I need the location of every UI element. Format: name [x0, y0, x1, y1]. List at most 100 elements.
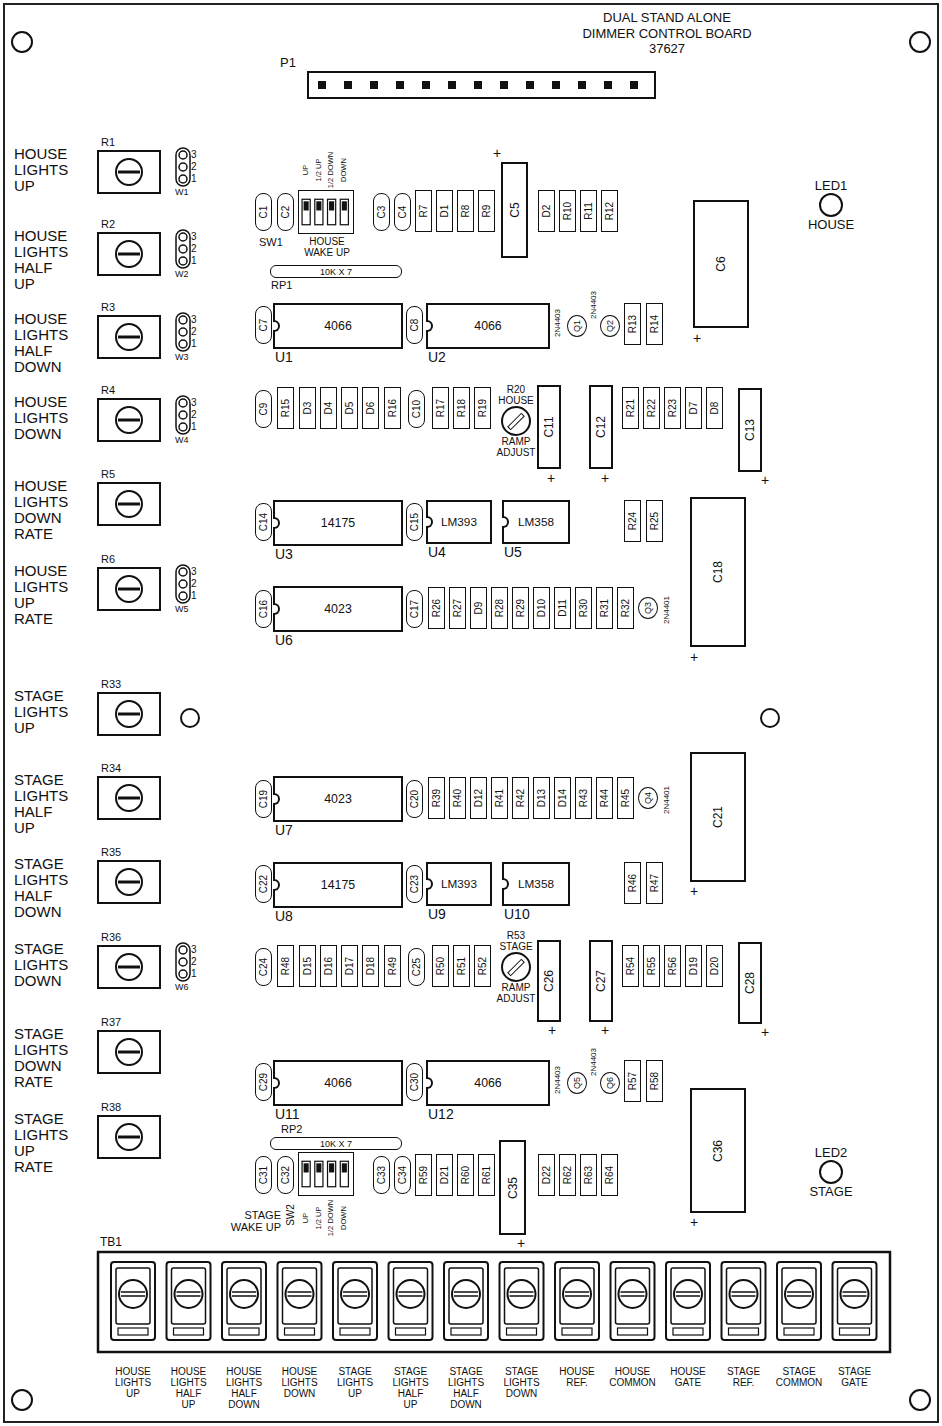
reference-designator: Q6: [606, 1077, 615, 1089]
pot-symbol: [99, 1117, 159, 1157]
board-label: +: [761, 1025, 769, 1039]
board-label: 1: [191, 969, 197, 979]
reference-designator: U10: [504, 907, 530, 921]
led-label: STAGE: [809, 1185, 852, 1198]
control-label: HOUSE LIGHTS UP: [14, 146, 68, 194]
reference-designator: R19: [478, 399, 488, 417]
terminal-block: [98, 1252, 890, 1352]
pot-symbol: [99, 234, 159, 274]
reference-designator: D22: [542, 1166, 552, 1184]
reference-designator: R41: [495, 789, 505, 807]
component-body: R59: [415, 1154, 432, 1196]
reference-designator: R47: [650, 874, 660, 892]
reference-designator: R28: [495, 599, 505, 617]
reference-designator: D2: [542, 205, 552, 218]
reference-designator: C34: [398, 1166, 408, 1184]
board-label: 1: [191, 591, 197, 601]
electrolytic-capacitor: C21: [690, 752, 746, 882]
reference-designator: RP1: [271, 280, 292, 291]
component-body: R61: [478, 1154, 495, 1196]
potentiometer: HOUSE LIGHTS HALF UPR2: [97, 232, 161, 276]
reference-designator: C19: [259, 790, 269, 808]
reference-designator: R15: [281, 399, 291, 417]
component-body: R27: [449, 587, 466, 629]
reference-designator: R8: [461, 205, 471, 218]
board-label: 3: [191, 945, 197, 955]
board-label: 1: [191, 256, 197, 266]
board-title: DUAL STAND ALONE DIMMER CONTROL BOARD: [582, 10, 752, 42]
potentiometer: STAGE LIGHTS HALF UPR34: [97, 776, 161, 820]
reference-designator: R55: [647, 957, 657, 975]
reference-designator: Q1: [573, 320, 582, 332]
reference-designator: U8: [275, 909, 293, 923]
board-label: P1: [280, 56, 296, 69]
component-body: R40: [449, 777, 466, 819]
ic-package: LM393U4: [426, 500, 492, 544]
reference-designator: C8: [410, 319, 420, 332]
control-label: HOUSE LIGHTS DOWN RATE: [14, 478, 68, 542]
part-number: LM358: [504, 878, 568, 890]
component-body: R56: [664, 945, 681, 987]
pin1-notch: [273, 793, 280, 805]
reference-designator: C32: [281, 1166, 291, 1184]
electrolytic-capacitor: C26: [537, 940, 561, 1022]
component-body: R58: [646, 1060, 663, 1102]
reference-designator: R34: [101, 762, 121, 774]
reference-designator: C20: [410, 790, 420, 808]
reference-designator: R6: [101, 553, 115, 565]
trimmer-label: R53 STAGE: [499, 930, 532, 952]
component-body: D17: [341, 945, 358, 987]
board-label: +: [493, 146, 501, 160]
part-number: 4023: [275, 603, 401, 615]
reference-designator: R56: [668, 957, 678, 975]
reference-designator: C33: [377, 1166, 387, 1184]
reference-designator: R31: [600, 599, 610, 617]
terminal-label: HOUSE LIGHTS DOWN: [281, 1366, 317, 1399]
reference-designator: R4: [101, 384, 115, 396]
component-body: R23: [664, 387, 681, 429]
reference-designator: C28: [744, 972, 756, 994]
pot-symbol: [99, 778, 159, 818]
capacitor: C17: [406, 590, 423, 628]
reference-designator: C25: [412, 958, 422, 976]
reference-designator: C18: [712, 561, 724, 583]
board-label: 2: [191, 244, 197, 254]
ic-package: 4066U2: [426, 303, 550, 349]
ic-package: 14175U8: [273, 862, 403, 908]
board-label: +: [690, 1215, 698, 1229]
board-label: 1: [191, 174, 197, 184]
pin1-notch: [426, 878, 433, 890]
board-label: 2: [191, 579, 197, 589]
potentiometer: HOUSE LIGHTS HALF DOWNR3: [97, 315, 161, 359]
terminal-label: STAGE REF.: [727, 1366, 760, 1388]
switch-position-label: 1/2 DOWN: [327, 152, 335, 188]
reference-designator: R48: [281, 957, 291, 975]
electrolytic-capacitor: C11: [537, 385, 561, 469]
reference-designator: C3: [377, 206, 387, 219]
trimmer-caption: RAMP ADJUST: [497, 436, 536, 458]
part-number: 14175: [275, 517, 401, 529]
reference-designator: R57: [628, 1072, 638, 1090]
reference-designator: C35: [507, 1176, 519, 1198]
component-body: R8: [457, 190, 474, 232]
component-body: R55: [643, 945, 660, 987]
potentiometer: HOUSE LIGHTS UPR1: [97, 150, 161, 194]
transistor-type: 2N4403: [554, 309, 562, 337]
transistor: Q2: [600, 315, 620, 337]
control-label: STAGE LIGHTS DOWN RATE: [14, 1026, 68, 1090]
pin1-notch: [502, 516, 509, 528]
terminal-label: HOUSE REF.: [559, 1366, 595, 1388]
component-body: R13: [624, 303, 641, 345]
component-body: D12: [470, 777, 487, 819]
capacitor: C7: [255, 306, 272, 344]
board-label: +: [761, 473, 769, 487]
board-label: 2: [191, 410, 197, 420]
reference-designator: C27: [595, 970, 607, 992]
reference-designator: C30: [410, 1073, 420, 1091]
reference-designator: U9: [428, 907, 446, 921]
reference-designator: U11: [275, 1107, 300, 1121]
reference-designator: R43: [579, 789, 589, 807]
dip-switch: UP1/2 UP1/2 DOWNDOWNSW2STAGE WAKE UP: [298, 1152, 354, 1196]
pot-symbol: [99, 1032, 159, 1072]
reference-designator: R32: [621, 599, 631, 617]
